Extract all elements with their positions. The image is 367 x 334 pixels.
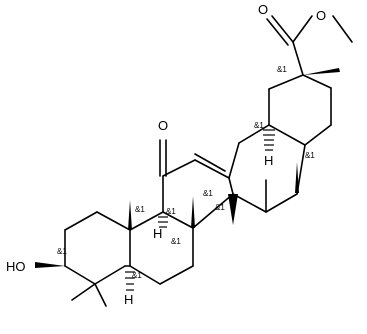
hydrogen-c9-label: H <box>153 226 162 241</box>
ester-group-bonds <box>266 15 353 76</box>
ring-b-bonds <box>129 211 194 285</box>
hydrogen-c5-label: H <box>124 292 133 307</box>
ring-a-bonds <box>64 211 131 285</box>
stereo-label-c17: &1 <box>305 151 315 160</box>
stereo-label-c8: &1 <box>171 237 181 246</box>
stereo-label-c14: &1 <box>203 189 213 198</box>
stereo-label-c10: &1 <box>135 205 145 214</box>
ketone-bonds <box>159 139 167 177</box>
ketone-oxygen-label: O <box>158 118 168 133</box>
stereo-bonds <box>35 68 340 291</box>
stereo-label-c20: &1 <box>277 65 287 74</box>
methyl-bonds <box>71 179 267 307</box>
ring-e-bonds <box>268 74 332 146</box>
stereo-label-c18: &1 <box>254 121 264 130</box>
stereo-descriptor-labels: &1 &1 &1 &1 &1 &1 &1 &1 &1 &1 <box>57 65 315 280</box>
stereo-label-c13: &1 <box>215 203 225 212</box>
stereo-label-c3: &1 <box>57 247 67 256</box>
ring-c-bonds <box>162 153 234 229</box>
hydroxyl-group-label: HO <box>6 259 26 274</box>
ester-carbonyl-oxygen-label: O <box>258 2 268 17</box>
stereo-label-c9: &1 <box>166 207 176 216</box>
hydrogen-c18-label: H <box>264 153 273 168</box>
stereo-label-c5: &1 <box>132 271 142 280</box>
ester-methoxy-oxygen-label: O <box>316 8 326 23</box>
